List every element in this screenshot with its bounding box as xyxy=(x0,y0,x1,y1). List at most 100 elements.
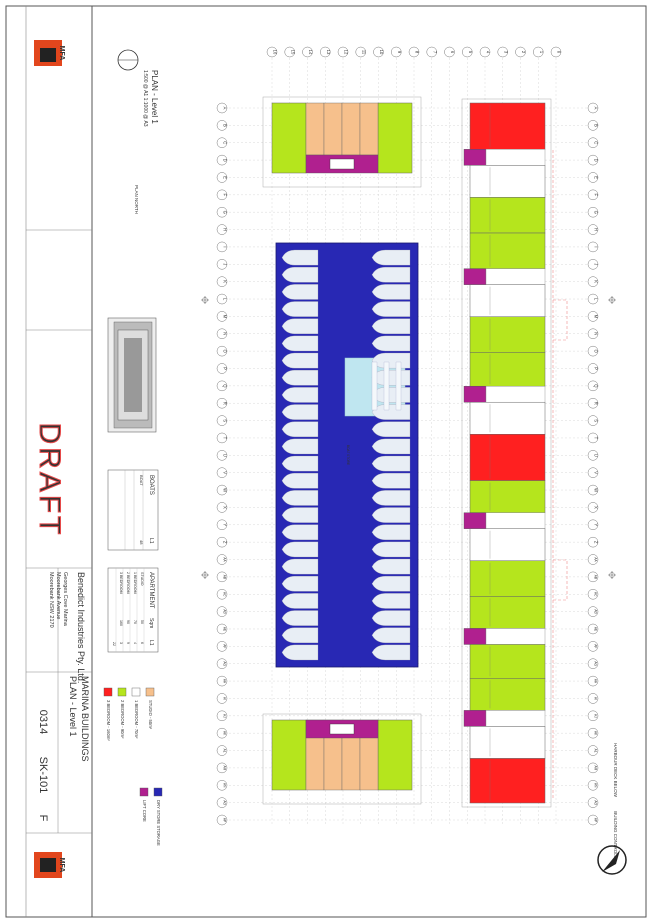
grid-bubble-row xyxy=(587,189,599,201)
legend-label: 2 BEDROOM - 90m² xyxy=(120,700,125,739)
boat-icon xyxy=(371,524,411,540)
apartment-unit-two-bed xyxy=(469,560,546,597)
apartment-unit-two-bed xyxy=(377,102,413,174)
boat-icon-highlight xyxy=(395,361,402,411)
apartment-table-cell: 3 BEDROOM xyxy=(119,572,123,594)
boats-table-title: BOATS xyxy=(148,475,154,495)
legend-label: DRY STORE STORAGE xyxy=(156,800,161,846)
legend-label: 3 BEDROOM - 160m² xyxy=(106,700,111,741)
apartment-table-cell: 4 xyxy=(133,642,137,644)
grid-label-row: S xyxy=(223,419,228,422)
grid-bubble-row xyxy=(587,797,599,808)
grid-bubble-col xyxy=(462,46,473,58)
boat-icon xyxy=(371,404,411,420)
grid-bubble-row xyxy=(216,571,228,583)
apartment-unit-two-bed xyxy=(469,596,546,629)
grid-label-row: AJ xyxy=(594,714,598,718)
grid-bubble-row xyxy=(587,432,599,444)
apartment-unit-two-bed xyxy=(469,197,546,234)
grid-label-row: AO xyxy=(223,800,227,805)
grid-label-row: N xyxy=(223,332,228,335)
boats-table-cell: BOAT xyxy=(139,475,144,486)
boat-icon xyxy=(371,318,411,334)
grid-bubble-row xyxy=(587,762,599,774)
grid-bubble-row xyxy=(216,102,228,114)
grid-bubble-row xyxy=(587,588,599,600)
legend-swatch xyxy=(139,787,149,797)
boat-icon xyxy=(371,610,411,626)
apartment-table-cell: 22 xyxy=(112,642,116,646)
grid-label-row: AG xyxy=(223,661,227,666)
grid-label-row: AD xyxy=(223,609,227,614)
apartment-unit-studio xyxy=(305,102,325,156)
apartment-unit-one-bed xyxy=(469,165,546,198)
legend-swatch xyxy=(117,687,127,697)
grid-bubble-row xyxy=(587,224,599,235)
grid-bubble-row xyxy=(216,675,228,687)
grid-label-col: 1 xyxy=(539,51,544,54)
grid-label-col: 12 xyxy=(344,50,349,55)
apartment-unit-two-bed xyxy=(469,316,546,353)
grid-label-row: T xyxy=(223,437,228,440)
grid-label-row: AL xyxy=(594,749,598,753)
grid-label-row: B xyxy=(594,124,599,127)
boat-icon xyxy=(371,455,411,472)
grid-bubble-col xyxy=(355,46,366,58)
grid-bubble-row xyxy=(216,797,228,808)
grid-label-row: T xyxy=(594,437,599,440)
grid-bubble-row xyxy=(216,172,228,183)
grid-label-row: B xyxy=(223,124,228,127)
grid-label-row: Z xyxy=(223,541,228,544)
grid-bubble-row xyxy=(216,224,228,235)
boat-icon xyxy=(281,249,319,266)
apartment-unit-one-bed xyxy=(469,284,546,317)
boat-icon xyxy=(371,593,411,609)
grid-bubble-row xyxy=(216,710,228,722)
firm-logo-top: MFA xyxy=(34,40,65,66)
grid-bubble-row xyxy=(216,293,228,305)
grid-label-col: 9 xyxy=(397,51,402,54)
grid-label-row: AK xyxy=(223,731,227,736)
boat-icon xyxy=(371,490,411,506)
grid-label-row: M xyxy=(223,315,228,319)
grid-label-row: AC xyxy=(223,592,227,597)
lift-core xyxy=(463,268,487,285)
grid-label-row: AO xyxy=(594,800,598,805)
grid-bubble-row xyxy=(216,432,228,444)
site-line-3: Moorebank NSW 2170 xyxy=(48,572,54,628)
end-apartment-block xyxy=(262,96,422,188)
end-apartment-block xyxy=(262,713,422,805)
grid-bubble-row xyxy=(216,450,228,461)
grid-bubble-row xyxy=(587,415,599,426)
grid-bubble-col xyxy=(373,46,384,58)
grid-label-row: J xyxy=(594,263,599,265)
boat-icon xyxy=(281,610,319,626)
boat-icon xyxy=(371,249,411,266)
grid-bubble-row xyxy=(587,641,599,652)
grid-label-row: Y xyxy=(223,523,228,526)
grid-label-col: 8 xyxy=(415,51,420,54)
grid-bubble-row xyxy=(587,502,599,513)
grid-bubble-row xyxy=(216,328,228,340)
apartment-unit-one-bed xyxy=(469,726,546,759)
apartment-block-outline xyxy=(461,98,552,808)
boat-icon xyxy=(371,421,411,437)
boat-icon xyxy=(371,627,411,643)
client-name: Benedict Industries Pty. Ltd. xyxy=(76,572,86,683)
lift-core xyxy=(463,386,487,403)
grid-label-col: 6 xyxy=(450,51,455,54)
grid-bubble-row xyxy=(216,588,228,600)
grid-label-row: AF xyxy=(223,644,227,648)
apartment-unit-studio xyxy=(359,102,379,156)
grid-bubble-row xyxy=(216,536,228,548)
grid-label-row: F xyxy=(223,194,228,197)
grid-label-row: AM xyxy=(594,766,598,771)
boat-icon xyxy=(371,558,411,575)
section-mark-ring xyxy=(609,297,615,303)
grid-bubble-row xyxy=(216,519,228,531)
boat-icon xyxy=(371,352,411,369)
grid-label-row: O xyxy=(594,349,599,353)
grid-bubble-col xyxy=(533,46,544,58)
